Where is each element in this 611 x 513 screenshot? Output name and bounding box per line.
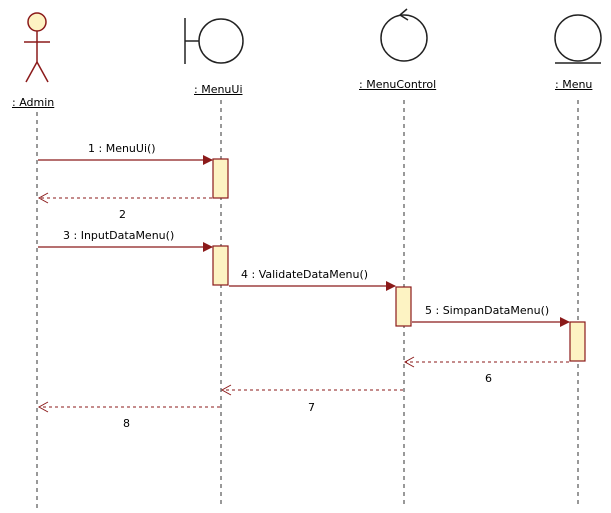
lifeline-label-menuui: : MenuUi xyxy=(194,83,243,96)
lifeline-label-menucontrol: : MenuControl xyxy=(359,78,437,91)
message-arrow-6 xyxy=(403,356,569,368)
activation-bar xyxy=(212,158,229,199)
message-label-8: 8 xyxy=(123,417,130,430)
message-arrow-7 xyxy=(220,384,403,396)
activation-bar xyxy=(569,321,586,362)
control-icon xyxy=(380,8,428,62)
lifeline-label-menu: : Menu xyxy=(555,78,593,91)
boundary-icon xyxy=(184,18,244,64)
message-label-5: 5 : SimpanDataMenu() xyxy=(425,304,550,317)
message-label-2: 2 xyxy=(119,208,126,221)
lifeline-label-admin: : Admin xyxy=(12,96,55,109)
entity-icon xyxy=(554,14,602,64)
message-label-3: 3 : InputDataMenu() xyxy=(63,229,175,242)
message-arrow-8 xyxy=(37,401,220,413)
message-arrow-2 xyxy=(37,192,212,204)
message-label-6: 6 xyxy=(485,372,492,385)
message-label-7: 7 xyxy=(308,401,315,414)
message-label-1: 1 : MenuUi() xyxy=(88,142,156,155)
activation-bar xyxy=(212,245,229,286)
activation-bar xyxy=(395,286,412,327)
message-label-4: 4 : ValidateDataMenu() xyxy=(241,268,369,281)
actor-icon xyxy=(24,12,50,83)
